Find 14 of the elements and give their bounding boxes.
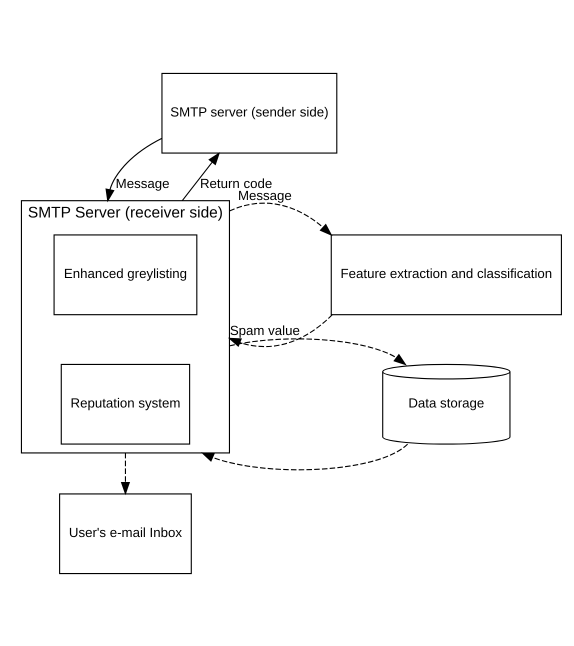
node-box: Enhanced greylisting <box>54 234 198 315</box>
node-box: Reputation system <box>60 363 190 444</box>
arrow <box>120 452 130 495</box>
edge-label: Spam value <box>230 322 300 338</box>
arrow <box>229 338 407 365</box>
node-box: Feature extraction and classification <box>330 234 562 315</box>
node-box: SMTP server (sender side) <box>161 72 338 154</box>
arrow <box>229 202 332 236</box>
arrow <box>200 443 408 470</box>
arrow <box>105 137 162 202</box>
arrow <box>228 314 333 347</box>
node-box: User's e-mail Inbox <box>59 492 192 574</box>
arrow <box>182 152 220 201</box>
edge-label: Message <box>116 176 170 191</box>
